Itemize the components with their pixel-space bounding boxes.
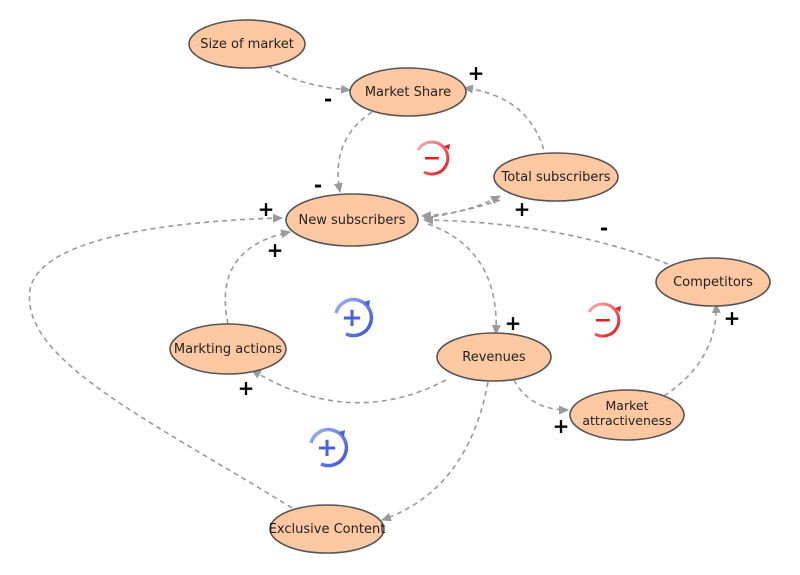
node-total-subscribers: Total subscribers [493,152,619,202]
balancing-loop-sign: − [423,146,441,171]
polarity-signs: - + - + + + - + + + + [238,61,741,438]
polarity-rev-mkt: + [238,376,255,400]
node-market-share: Market Share [349,67,467,117]
polarity-rev-attr: + [553,414,570,438]
balancing-loop-arrowhead [444,144,450,150]
link-rev-to-mkt [251,369,447,404]
link-new-to-total [423,195,501,219]
link-rev-to-attr [513,379,570,415]
reinforcing-loop-sign-bottom: + [316,433,338,463]
polarity-total-share: + [468,61,485,85]
node-market-attractiveness-label-box: Market attractiveness [582,398,672,428]
link-mkt-to-new [224,229,292,325]
polarity-attr-comp: + [724,306,741,330]
node-market-attractiveness-shape [569,389,685,441]
reinforcing-loop-arrowhead-bottom [339,430,345,437]
polarity-excl-new: + [258,197,275,221]
node-size-of-market-label: Size of market [200,37,294,52]
node-new-subscribers-shape [285,193,419,247]
node-markting-actions-shape [169,323,287,375]
node-competitors-label: Competitors [673,275,753,290]
node-market-attractiveness-label: Market attractiveness [582,398,672,428]
node-markting-actions: Markting actions [169,323,287,375]
balancing-loop-arrowhead-right [615,306,621,312]
polarity-size-share: - [324,87,332,111]
link-rev-to-excl [380,381,489,522]
node-competitors: Competitors [655,257,771,307]
node-competitors-shape [655,257,771,307]
node-market-share-shape [349,67,467,117]
link-excl-to-new [28,213,293,509]
reinforcing-loop-arc [334,297,374,338]
reinforcing-loop-icon: + [334,297,374,338]
link-comp-to-new [422,215,669,265]
node-revenues-label: Revenues [462,350,526,365]
node-market-share-label: Market Share [365,85,451,100]
node-new-subscribers-label: New subscribers [299,213,406,228]
loop-indicators: − + − + [309,140,621,468]
link-size-to-share [267,65,352,94]
node-total-subscribers-label: Total subscribers [500,170,610,185]
polarity-new-total: + [514,197,531,221]
balancing-loop-arc [416,140,450,176]
balancing-loop-icon-right: − [587,302,621,338]
node-revenues: Revenues [436,332,552,382]
node-total-subscribers-shape [493,152,619,202]
node-exclusive-content-shape [269,504,385,554]
nodes: Size of market Market Share Total subscr… [169,19,771,554]
polarity-new-rev: + [505,311,522,335]
polarity-share-new: - [314,173,322,197]
node-markting-actions-label: Markting actions [174,342,282,357]
link-share-to-new [333,111,373,194]
link-new-to-rev [427,223,501,336]
reinforcing-loop-arc-bottom [309,427,349,468]
node-revenues-shape [436,332,552,382]
balancing-loop-sign-right: − [594,308,612,333]
reinforcing-loop-arrowhead [364,300,370,307]
node-market-attractiveness: Market attractiveness [569,389,685,441]
balancing-loop-icon: − [416,140,450,176]
balancing-loop-arc-right [587,302,621,338]
node-size-of-market: Size of market [188,19,306,69]
links [28,65,721,522]
reinforcing-loop-sign: + [341,303,363,333]
node-exclusive-content: Exclusive Content [269,504,386,554]
link-total-to-share [462,84,547,159]
link-total-to-new [420,199,501,221]
polarity-mkt-new: + [267,238,284,262]
node-size-of-market-shape [188,19,306,69]
node-exclusive-content-label: Exclusive Content [269,522,386,537]
reinforcing-loop-icon-bottom: + [309,427,349,468]
node-new-subscribers: New subscribers [285,193,419,247]
link-attr-to-comp [663,302,721,397]
polarity-comp-new: - [600,216,608,240]
